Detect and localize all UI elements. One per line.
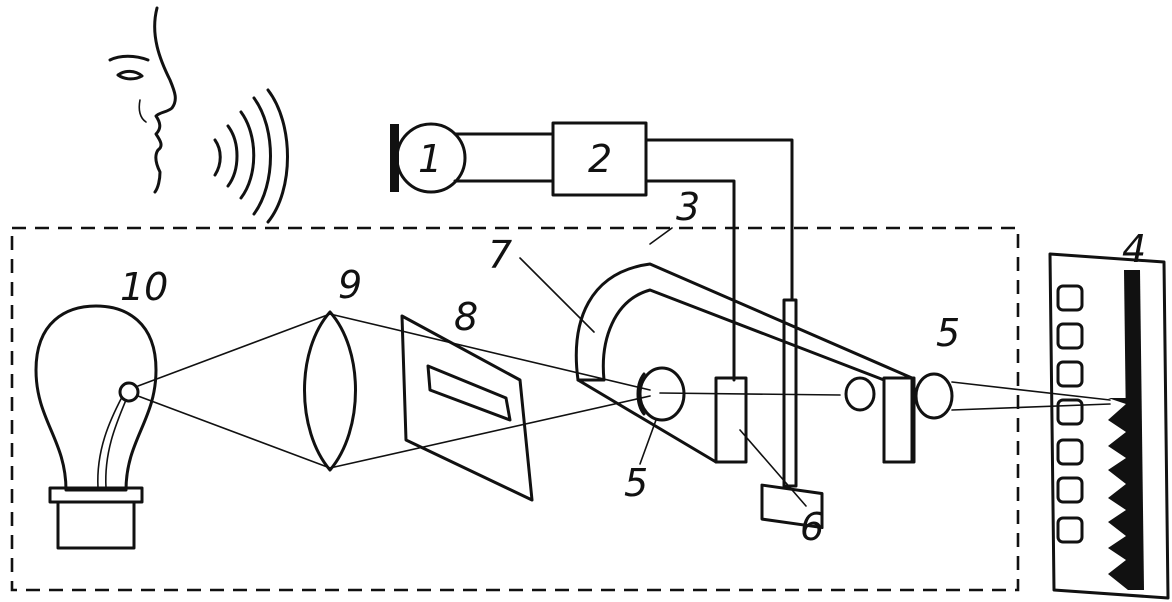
leader-lens-left [639,419,657,465]
label-slit-plate: 8 [454,295,478,339]
amplifier-box [551,121,648,197]
label-magnet: 7 [488,233,512,277]
film-strip [1048,252,1170,600]
label-lamp: 10 [120,265,168,309]
leader-mirror-string [739,429,807,507]
dashed-enclosure [10,226,1020,592]
label-lens-right: 5 [936,311,960,355]
lens-right [914,372,954,420]
light-rays [137,313,1111,469]
label-film: 4 [1122,227,1146,271]
wires [453,132,794,382]
microphone [390,122,467,194]
leader-magnet [519,257,595,333]
lamp [34,304,158,550]
magnet [574,262,916,464]
slit-plate [400,314,534,502]
label-amplifier: 2 [588,137,612,181]
label-condenser: 9 [338,263,362,307]
label-mirror-string: 6 [800,505,824,549]
label-microphone: 1 [418,137,442,181]
speaker-face [108,6,177,194]
leader-magnet-gap [649,227,673,245]
sound-waves [213,88,289,224]
condenser-lens [303,310,357,472]
lens-middle [844,376,876,412]
label-lens-left: 5 [624,461,648,505]
label-magnet-gap: 3 [676,185,700,229]
lens-left [636,366,686,422]
